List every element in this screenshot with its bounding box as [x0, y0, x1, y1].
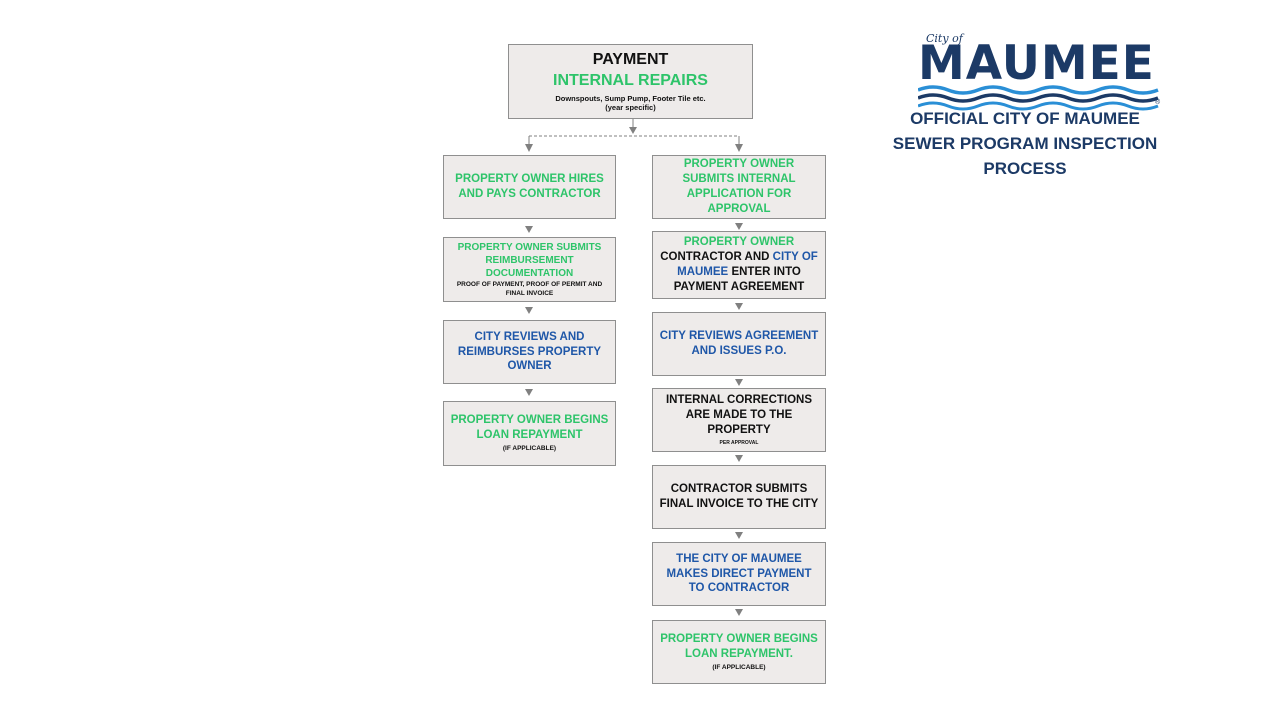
left-step-4: PROPERTY OWNER BEGINS LOAN REPAYMENT (IF… [443, 401, 616, 466]
left-step-4-text: PROPERTY OWNER BEGINS LOAN REPAYMENT [450, 414, 609, 442]
left-step-2-note: PROOF OF PAYMENT, PROOF OF PERMIT AND FI… [456, 281, 603, 297]
arrow-down-icon [525, 307, 533, 314]
right-step-7: PROPERTY OWNER BEGINS LOAN REPAYMENT. (I… [652, 620, 826, 684]
right-step-5-text: CONTRACTOR SUBMITS FINAL INVOICE TO THE … [659, 483, 819, 510]
left-step-3: CITY REVIEWS AND REIMBURSES PROPERTY OWN… [443, 320, 616, 384]
arrow-down-icon [525, 226, 533, 233]
arrow-down-icon [735, 532, 743, 539]
right-step-4-text: INTERNAL CORRECTIONS ARE MADE TO THE PRO… [665, 394, 813, 437]
left-step-1: PROPERTY OWNER HIRES AND PAYS CONTRACTOR [443, 155, 616, 219]
right-step-7-note: (IF APPLICABLE) [712, 663, 766, 671]
right-step-6: THE CITY OF MAUMEE MAKES DIRECT PAYMENT … [652, 542, 826, 606]
left-step-2: PROPERTY OWNER SUBMITS REIMBURSEMENT DOC… [443, 237, 616, 302]
right-step-3-text: CITY REVIEWS AGREEMENT AND ISSUES P.O. [659, 330, 819, 357]
right-step-1: PROPERTY OWNER SUBMITS INTERNAL APPLICAT… [652, 155, 826, 219]
right-step-2-text: PROPERTY OWNER CONTRACTOR AND CITY OF MA… [659, 235, 819, 295]
top-box-note: (year specific) [605, 103, 656, 113]
left-step-2-text: PROPERTY OWNER SUBMITS REIMBURSEMENT DOC… [457, 242, 602, 280]
logo-wordmark: MAUMEE [918, 36, 1155, 91]
logo-city-script: City of [926, 32, 963, 45]
top-box-detail: Downspouts, Sump Pump, Footer Tile etc. [555, 93, 706, 103]
arrow-down-icon [735, 223, 743, 230]
branch-connector [525, 119, 743, 152]
arrow-down-icon [525, 389, 533, 396]
right-step-4-note: PER APPROVAL [719, 440, 759, 447]
right-step-2-city: CITY OF MAUMEE [677, 251, 818, 278]
left-step-4-note: (IF APPLICABLE) [502, 445, 557, 453]
top-box-title: PAYMENT [592, 50, 669, 68]
right-step-2: PROPERTY OWNER CONTRACTOR AND CITY OF MA… [652, 231, 826, 299]
maumee-logo: City of MAUMEE ® [918, 32, 1168, 114]
top-box: PAYMENT INTERNAL REPAIRS Downspouts, Sum… [508, 44, 753, 119]
wave-icon [918, 85, 1159, 111]
left-step-1-text: PROPERTY OWNER HIRES AND PAYS CONTRACTOR [455, 173, 604, 200]
arrow-down-icon [735, 303, 743, 310]
right-step-4: INTERNAL CORRECTIONS ARE MADE TO THE PRO… [652, 388, 826, 452]
arrow-down-icon [735, 455, 743, 462]
arrow-down-icon [735, 379, 743, 386]
right-step-3: CITY REVIEWS AGREEMENT AND ISSUES P.O. [652, 312, 826, 376]
top-box-subtitle: INTERNAL REPAIRS [553, 71, 708, 89]
registered-mark: ® [1155, 99, 1161, 106]
right-step-2-agreement: ENTER INTO PAYMENT AGREEMENT [673, 266, 805, 293]
right-step-2-owner: PROPERTY OWNER [683, 236, 795, 249]
right-step-1-text: PROPERTY OWNER SUBMITS INTERNAL APPLICAT… [682, 158, 796, 215]
right-step-5: CONTRACTOR SUBMITS FINAL INVOICE TO THE … [652, 465, 826, 529]
right-step-2-contractor: CONTRACTOR AND [660, 251, 770, 264]
right-step-7-text: PROPERTY OWNER BEGINS LOAN REPAYMENT. [660, 632, 818, 660]
heading-line-1: OFFICIAL CITY OF MAUMEE [910, 109, 1140, 128]
heading-line-2: SEWER PROGRAM INSPECTION PROCESS [892, 134, 1158, 178]
left-step-3-text: CITY REVIEWS AND REIMBURSES PROPERTY OWN… [457, 330, 602, 373]
arrow-down-icon [735, 609, 743, 616]
right-step-6-text: THE CITY OF MAUMEE MAKES DIRECT PAYMENT … [666, 552, 812, 595]
